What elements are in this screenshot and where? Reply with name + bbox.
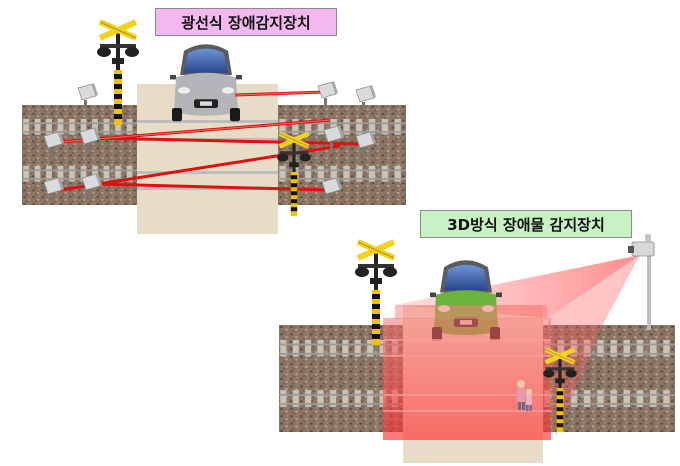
beam-sensor (77, 82, 99, 109)
3d-detection-diagram (279, 234, 675, 463)
beam-sensor (317, 80, 339, 107)
3d-system-title: 3D방식 장애물 감지장치 (420, 210, 632, 238)
optical-system-title: 광선식 장애감지장치 (155, 8, 337, 36)
pedestrians (517, 380, 533, 411)
3d-camera-sensor (628, 234, 655, 330)
optical-detection-diagram (22, 22, 406, 234)
detection-zone (383, 318, 551, 440)
